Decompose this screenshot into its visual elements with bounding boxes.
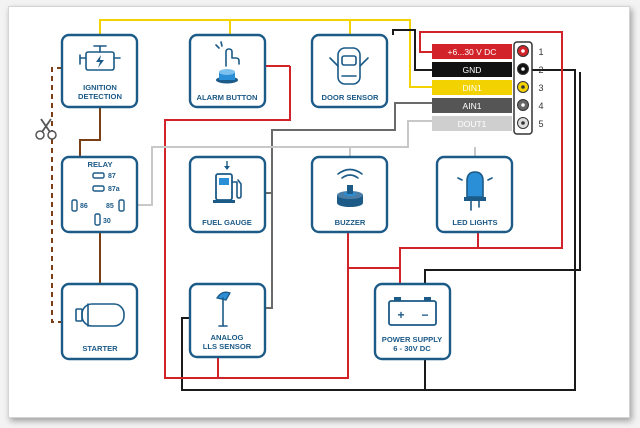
ignition-label-1: IGNITION — [83, 83, 117, 92]
din1-wire — [99, 19, 432, 88]
ain1-wire — [264, 102, 432, 309]
pin-2-number: 2 — [538, 65, 543, 75]
connector-pin-3: DIN1 3 — [432, 80, 544, 95]
probe-sensor-icon — [215, 291, 231, 327]
door-sensor-box: DOOR SENSOR — [310, 33, 389, 109]
dout1-wire — [124, 120, 432, 206]
pin-3-label: DIN1 — [462, 83, 482, 93]
fuel-gauge-label: FUEL GAUGE — [202, 218, 252, 227]
connector-pin-2: GND 2 — [432, 62, 544, 77]
pin-5-number: 5 — [538, 119, 543, 129]
ignition-detection-box: IGNITION DETECTION — [60, 33, 139, 109]
relay-pin-85: 85 — [106, 203, 114, 210]
relay-pin-30: 30 — [103, 218, 111, 225]
analog-sensor-label-2: LLS SENSOR — [203, 342, 252, 351]
door-sensor-label: DOOR SENSOR — [322, 93, 379, 102]
ignition-label-2: DETECTION — [78, 92, 122, 101]
buzzer-box: BUZZER — [310, 155, 389, 234]
starter-box: STARTER — [60, 282, 139, 361]
cut-starter-wire — [51, 67, 62, 323]
pin-2-label: GND — [463, 65, 482, 75]
power-wire — [399, 31, 563, 290]
gnd-wire — [392, 29, 432, 71]
relay-box: RELAY 87 87a 86 85 30 — [60, 155, 139, 234]
relay-label: RELAY — [87, 160, 112, 169]
relay-pin-87: 87 — [108, 173, 116, 180]
starter-label: STARTER — [82, 344, 118, 353]
led-lights-box: LED LIGHTS — [435, 155, 514, 234]
analog-sensor-label-1: ANALOG — [211, 333, 244, 342]
connector-plug — [513, 41, 533, 135]
battery-minus: − — [421, 308, 428, 322]
alarm-button-label: ALARM BUTTON — [196, 93, 257, 102]
pin-4-label: AIN1 — [463, 101, 482, 111]
relay-pin-86-icon — [71, 199, 78, 212]
power-supply-label-1: POWER SUPPLY — [382, 335, 442, 344]
battery-plus: + — [397, 308, 404, 322]
press-button-icon — [215, 41, 240, 84]
pin-3-number: 3 — [538, 83, 543, 93]
alarm-button-box: ALARM BUTTON — [188, 33, 267, 109]
pin-4-number: 4 — [538, 101, 543, 111]
analog-lls-sensor-box: ANALOG LLS SENSOR — [188, 282, 267, 359]
pin-5-label: DOUT1 — [458, 119, 487, 129]
relay-pin-30-icon — [94, 213, 101, 226]
car-door-icon — [329, 47, 369, 85]
pin-1-label: +6...30 V DC — [448, 47, 497, 57]
buzzer-label: BUZZER — [335, 218, 366, 227]
power-supply-label-2: 6 - 30V DC — [393, 344, 431, 353]
scissors-icon — [35, 118, 57, 140]
fuel-pump-icon — [213, 161, 242, 203]
fuel-gauge-box: FUEL GAUGE — [188, 155, 267, 234]
buzzer-icon — [337, 168, 363, 207]
engine-icon — [79, 45, 121, 71]
pin-1-number: 1 — [538, 47, 543, 57]
starter-motor-icon — [75, 303, 125, 327]
connector-pin-4: AIN1 4 — [432, 98, 544, 113]
battery-icon: + − — [388, 297, 437, 326]
relay-pin-87a: 87a — [108, 186, 120, 193]
relay-pin-86: 86 — [80, 203, 88, 210]
relay-pin-87a-icon — [92, 185, 105, 192]
connector-pin-5: DOUT1 5 — [432, 116, 544, 131]
power-supply-box: + − POWER SUPPLY 6 - 30V DC — [373, 282, 452, 361]
relay-pin-85-icon — [118, 199, 125, 212]
relay-pin-87-icon — [92, 172, 105, 179]
led-bulb-icon — [457, 171, 493, 211]
connector-pin-1: +6...30 V DC 1 — [432, 44, 544, 59]
led-lights-label: LED LIGHTS — [452, 218, 497, 227]
